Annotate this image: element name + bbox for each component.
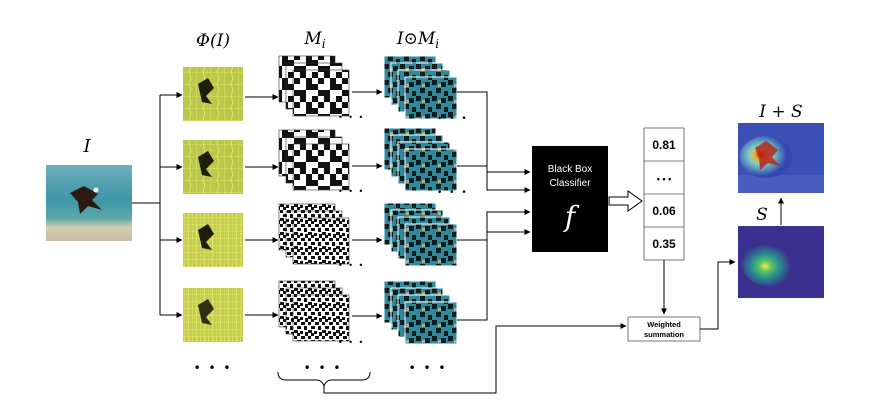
summation-label-line1: Weighted — [647, 320, 681, 329]
label-input-image: I — [82, 136, 91, 157]
masked-ellipsis: • • • — [437, 114, 469, 124]
input-branch-lines — [132, 92, 183, 318]
mask-ellipsis: • • • — [338, 338, 365, 347]
score-cell: • • • — [657, 174, 671, 184]
summation-label-line2: summation — [644, 330, 684, 339]
saliency-map — [738, 226, 824, 298]
mask-stack-ellipses: • • • • • • • • • • • • — [338, 113, 365, 347]
mask-stack — [278, 280, 350, 342]
label-saliency: S — [756, 205, 768, 225]
score-cell: 0.06 — [652, 204, 676, 218]
mask-ellipsis: • • • — [338, 261, 365, 270]
label-masked: I⊙Mi — [396, 29, 439, 51]
superpixel-image — [183, 288, 243, 342]
summation-to-saliency-line — [700, 259, 736, 330]
masked-image-stack — [383, 55, 458, 120]
superpixel-image — [183, 67, 243, 121]
superpixels-ellipsis: • • • — [194, 361, 233, 375]
masked-image-stack — [383, 127, 458, 192]
superpixel-image — [183, 213, 243, 267]
superpixel-to-mask-arrows — [245, 94, 279, 318]
mask-stack — [278, 55, 350, 117]
masks-to-summation-line — [323, 323, 627, 394]
masked-ellipsis-bottom: • • • — [409, 361, 448, 375]
label-masked-sub: i — [435, 37, 439, 51]
label-masks: Mi — [303, 29, 325, 51]
masked-image-stacks — [383, 55, 458, 345]
classifier-label-line2: Classifier — [549, 178, 591, 189]
masked-ellipsis: • • • — [437, 188, 469, 198]
classifier-label-line1: Black Box — [548, 164, 592, 175]
masked-stack-ellipses: • • • • • • — [437, 114, 469, 198]
score-cell: 0.35 — [652, 237, 676, 251]
mask-stack — [278, 129, 350, 191]
label-masks-sub: i — [322, 37, 326, 51]
label-masked-main: I⊙M — [396, 29, 436, 49]
classifier-output-arrow — [608, 190, 643, 212]
mask-stacks — [278, 55, 350, 342]
mask-to-masked-arrows — [352, 89, 383, 319]
scores-column: 0.81 • • • 0.06 0.35 — [643, 127, 685, 261]
score-cell: 0.81 — [652, 138, 676, 152]
mask-ellipsis: • • • — [338, 187, 365, 196]
weighted-summation-box: Weighted summation — [627, 316, 701, 342]
overlay-image — [738, 123, 824, 193]
label-superpixels: Φ(I) — [196, 31, 230, 51]
superpixel-image — [183, 140, 243, 194]
mask-ellipsis: • • • — [338, 113, 365, 122]
mask-stack — [278, 203, 350, 265]
masked-to-classifier-arrows — [457, 91, 531, 321]
masks-ellipsis: • • • — [304, 361, 343, 375]
classifier-box: Black Box Classifier f — [532, 146, 608, 252]
input-photo — [46, 165, 132, 241]
masked-image-stack — [383, 280, 458, 345]
masked-image-stack — [383, 202, 458, 267]
label-overlay: I + S — [758, 102, 802, 122]
superpixel-images — [183, 67, 243, 342]
label-masks-main: M — [303, 29, 322, 49]
